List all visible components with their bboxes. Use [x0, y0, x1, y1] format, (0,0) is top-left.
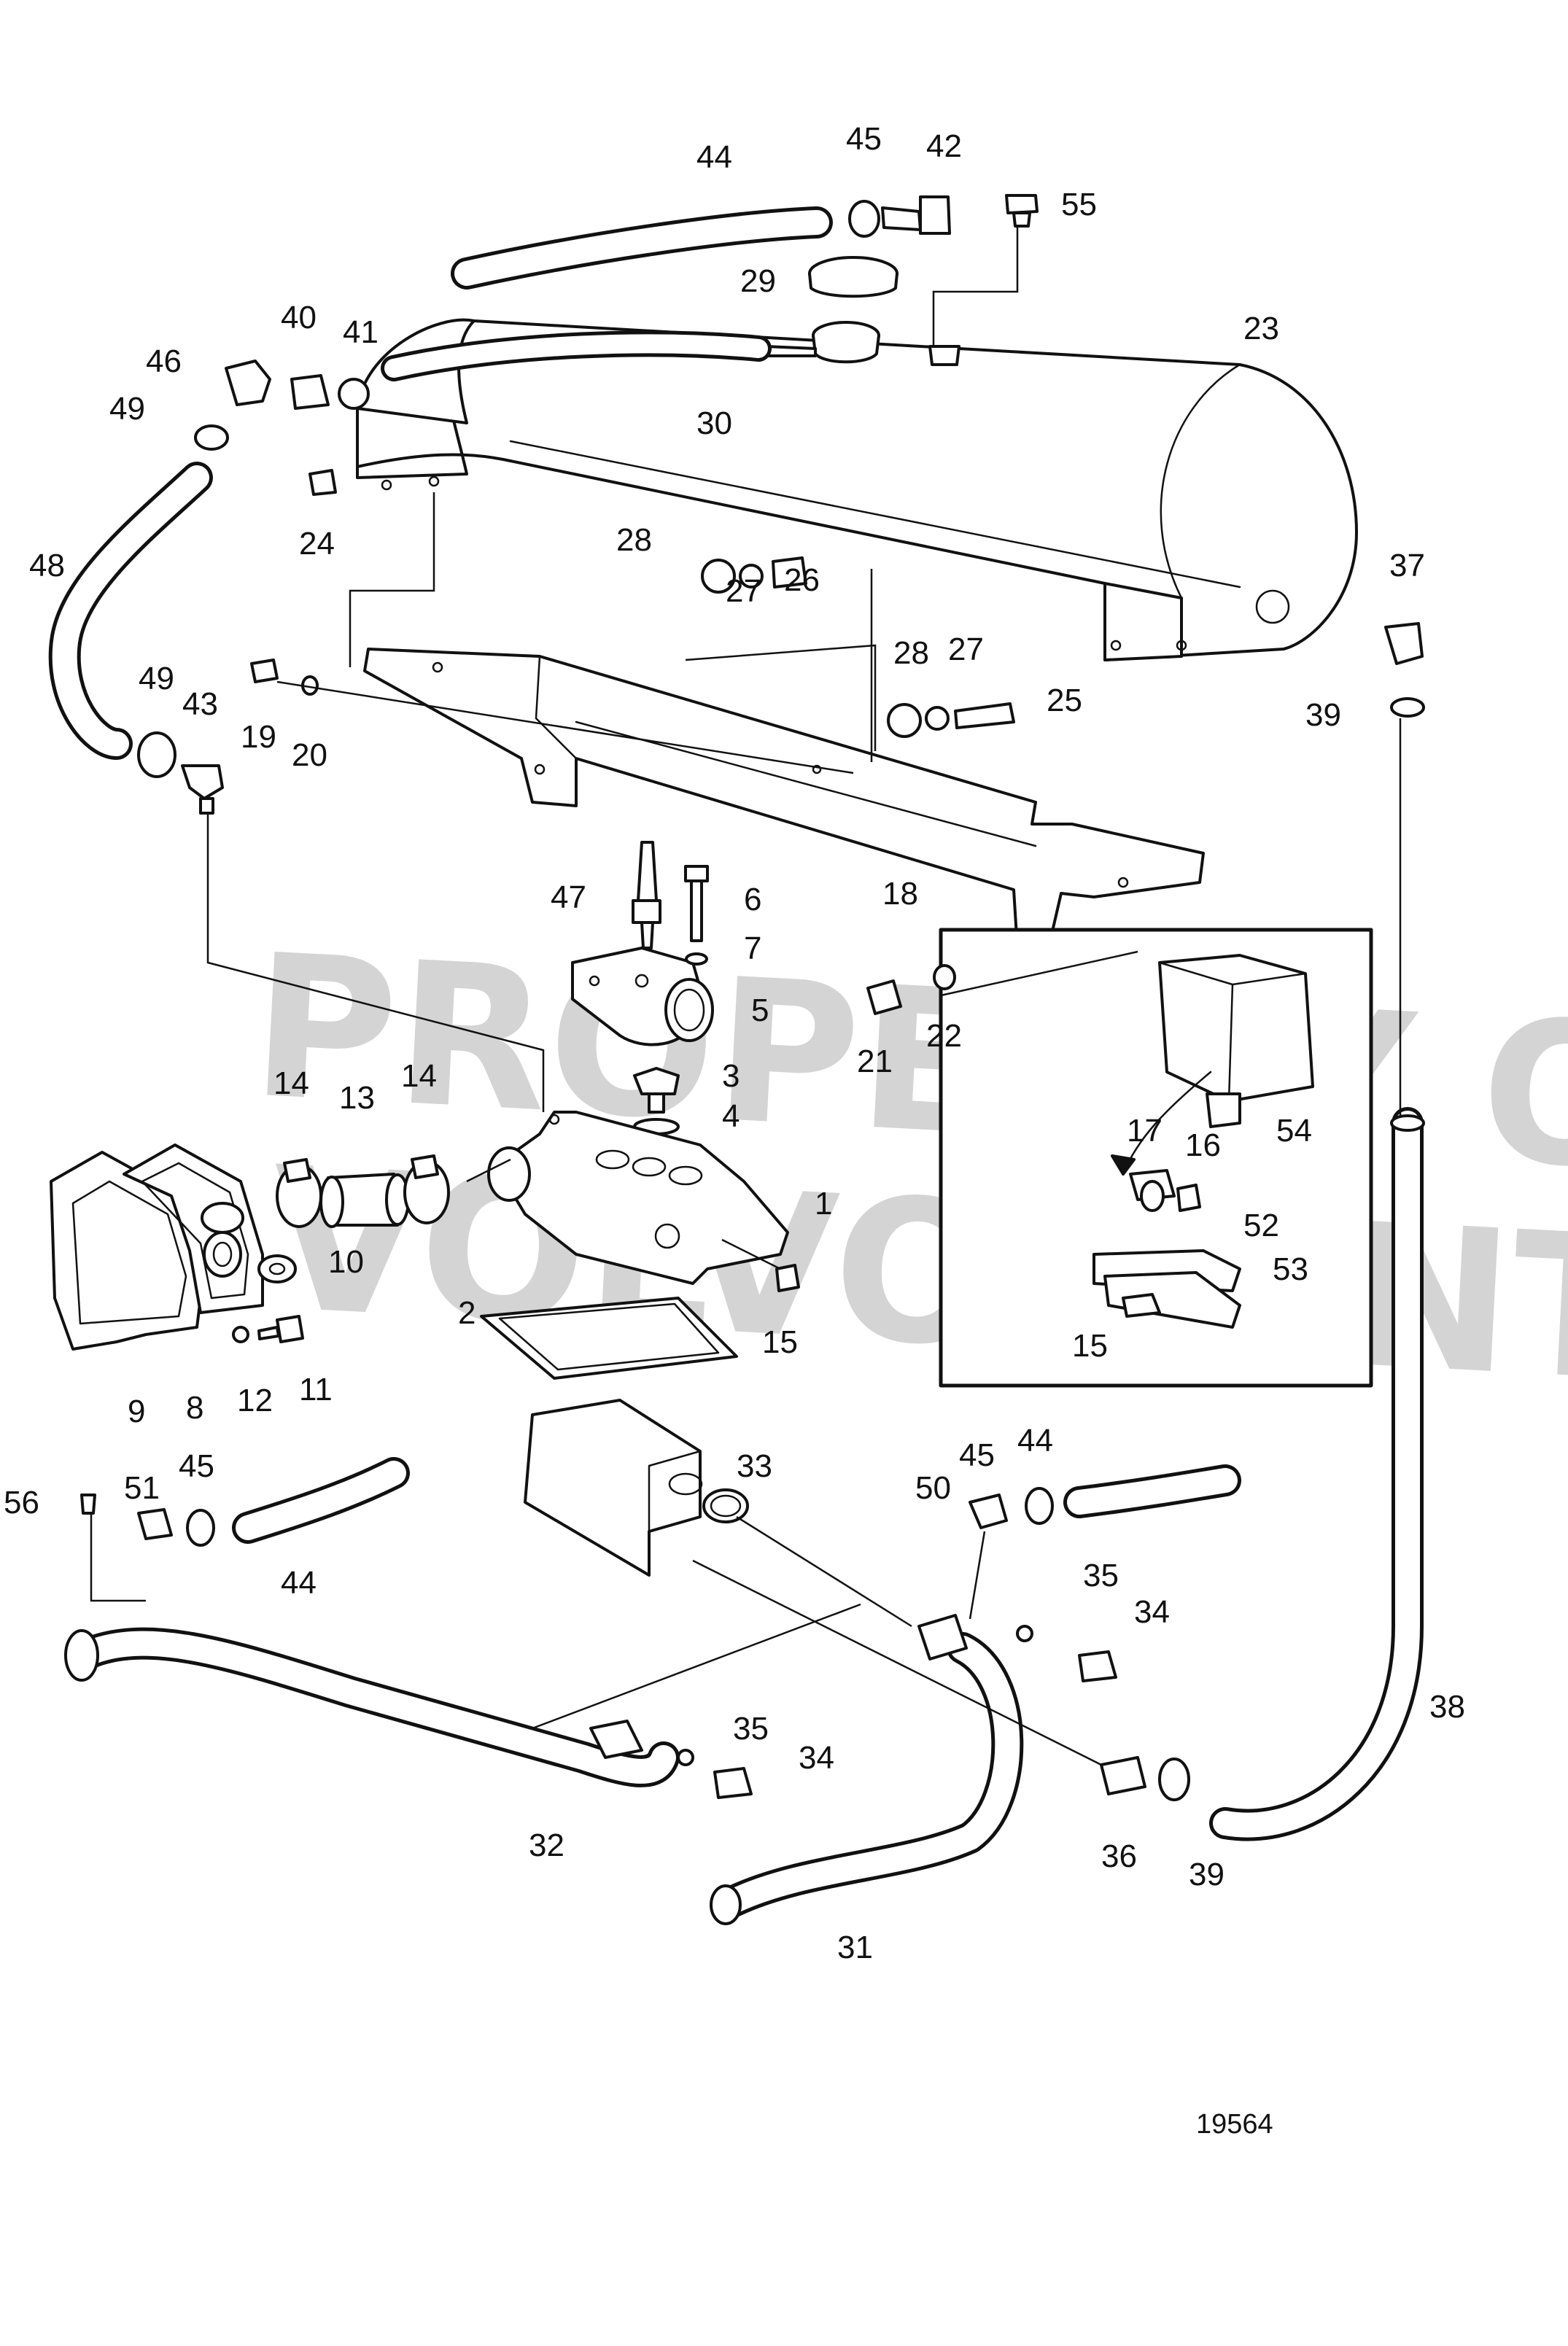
hose-13-clamps-14 — [276, 1154, 450, 1228]
callout-28-lower: 28 — [893, 635, 929, 671]
callout-30: 30 — [696, 405, 732, 441]
callout-54: 54 — [1276, 1113, 1312, 1149]
callout-55: 55 — [1061, 187, 1097, 222]
cover-8-gasket-9 — [50, 1143, 264, 1351]
callout-45-top: 45 — [846, 121, 882, 157]
callout-11: 11 — [299, 1372, 333, 1407]
callout-45-right: 45 — [959, 1437, 995, 1473]
callout-36: 36 — [1101, 1838, 1137, 1874]
callout-7: 7 — [744, 931, 761, 966]
thermostat-housing-5 — [571, 947, 714, 1046]
callout-43: 43 — [182, 686, 218, 722]
callout-10: 10 — [328, 1244, 364, 1280]
callout-41: 41 — [343, 314, 379, 350]
callout-21: 21 — [857, 1044, 893, 1079]
callout-50: 50 — [915, 1470, 951, 1506]
callout-14-right: 14 — [401, 1058, 437, 1094]
washer-10-screw-11-washer-12 — [232, 1254, 304, 1343]
hose-44-top — [451, 206, 833, 290]
callout-39-lower: 39 — [1189, 1857, 1224, 1892]
callout-33: 33 — [737, 1448, 772, 1484]
engine-block-section — [524, 1399, 703, 1577]
callout-40: 40 — [281, 300, 317, 335]
callout-35-lower: 35 — [733, 1711, 769, 1747]
callout-17: 17 — [1127, 1113, 1163, 1149]
callout-27-upper: 27 — [726, 573, 761, 609]
callout-45-left: 45 — [179, 1448, 214, 1484]
plug-15 — [775, 1264, 800, 1292]
callout-18: 18 — [882, 876, 918, 912]
callout-52: 52 — [1243, 1208, 1279, 1243]
callout-49-lower: 49 — [139, 661, 174, 696]
callout-37: 37 — [1389, 548, 1425, 583]
callout-15-main: 15 — [762, 1324, 798, 1360]
bracket-18 — [363, 648, 1205, 949]
hose-44-right — [1063, 1464, 1241, 1518]
sensor-47 — [632, 841, 661, 949]
callout-20: 20 — [292, 737, 327, 773]
callout-6: 6 — [744, 882, 761, 917]
assembly-lines — [90, 226, 1402, 1766]
callout-44-left: 44 — [281, 1565, 317, 1601]
callout-56: 56 — [4, 1485, 39, 1520]
callout-42: 42 — [926, 128, 962, 164]
callout-16: 16 — [1185, 1127, 1221, 1163]
callout-26: 26 — [784, 562, 820, 598]
hose-38 — [1209, 1107, 1425, 1841]
callout-51: 51 — [124, 1470, 160, 1506]
expansion-tank — [356, 256, 1358, 661]
callout-34-upper: 34 — [1134, 1594, 1170, 1630]
callout-34-lower: 34 — [799, 1740, 834, 1776]
callout-48: 48 — [29, 548, 65, 583]
callout-44-right: 44 — [1017, 1423, 1053, 1459]
callout-44-top: 44 — [696, 139, 732, 175]
callout-9: 9 — [128, 1394, 145, 1429]
pipe-32 — [64, 1627, 680, 1787]
callout-53: 53 — [1273, 1251, 1308, 1287]
callout-46: 46 — [146, 343, 182, 379]
inset-detail — [939, 928, 1373, 1388]
callout-1: 1 — [815, 1186, 832, 1221]
hose-48 — [48, 462, 213, 760]
callout-2: 2 — [458, 1295, 476, 1331]
callout-39-upper: 39 — [1305, 697, 1341, 733]
bolt-6 — [684, 865, 709, 966]
callout-3: 3 — [722, 1058, 740, 1094]
callout-31: 31 — [837, 1930, 873, 1965]
callout-8: 8 — [186, 1390, 203, 1426]
callout-38: 38 — [1429, 1689, 1465, 1725]
callout-23: 23 — [1243, 311, 1279, 346]
hose-44-left — [232, 1457, 410, 1544]
fittings — [80, 194, 1425, 1801]
callout-13: 13 — [339, 1080, 375, 1116]
callout-15-inset: 15 — [1072, 1328, 1108, 1364]
callout-35-upper: 35 — [1083, 1558, 1119, 1593]
callout-24: 24 — [299, 526, 335, 562]
hose-30 — [381, 330, 772, 381]
callout-47: 47 — [551, 879, 586, 915]
diagram-reference-number: 19564 — [1196, 2109, 1273, 2140]
callout-49-upper: 49 — [109, 391, 145, 427]
callout-29: 29 — [740, 263, 776, 299]
callout-4: 4 — [722, 1098, 740, 1134]
callout-32: 32 — [529, 1828, 564, 1863]
callout-19: 19 — [241, 719, 276, 755]
callout-5: 5 — [751, 993, 769, 1028]
callout-labels: 1 2 3 4 5 6 7 8 9 10 11 12 13 14 14 15 1… — [4, 121, 1465, 1965]
callout-27-lower: 27 — [948, 632, 984, 667]
callout-12: 12 — [237, 1383, 273, 1418]
pipe-31 — [710, 1614, 1024, 1925]
heat-exchanger-housing-1 — [487, 1111, 789, 1285]
callout-25: 25 — [1047, 683, 1082, 718]
callout-14-left: 14 — [273, 1065, 309, 1101]
gasket-2 — [480, 1297, 738, 1380]
callout-22: 22 — [926, 1018, 962, 1054]
callout-28-upper: 28 — [616, 522, 652, 558]
thermostat-3-and-seal-4 — [633, 1067, 680, 1135]
